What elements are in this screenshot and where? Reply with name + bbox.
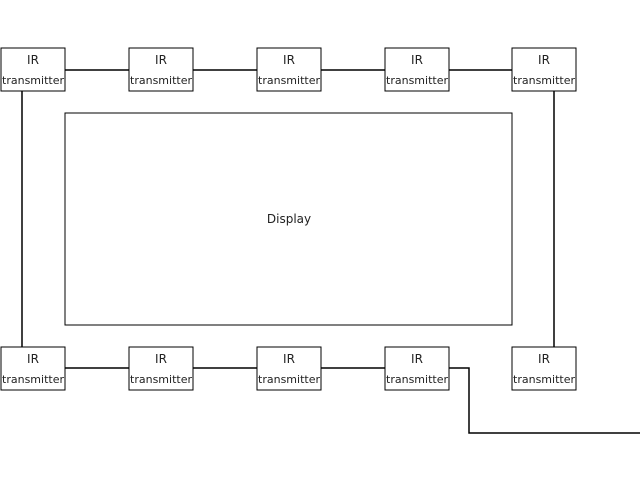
transmitter-bottom-2: IR transmitter xyxy=(128,346,194,391)
transmitter-top-2-label-type: transmitter xyxy=(130,74,192,87)
transmitter-bottom-1-label-type: transmitter xyxy=(2,373,64,386)
transmitter-top-1: IR transmitter xyxy=(0,47,66,92)
transmitter-bottom-1: IR transmitter xyxy=(0,346,66,391)
transmitter-top-4-label-type: transmitter xyxy=(386,74,448,87)
transmitter-top-1-label-ir: IR xyxy=(27,53,39,67)
transmitter-bottom-3: IR transmitter xyxy=(256,346,322,391)
transmitter-top-3-label-ir: IR xyxy=(283,53,295,67)
transmitter-bottom-5: IR transmitter xyxy=(511,346,577,391)
display-box: Display xyxy=(64,112,513,326)
transmitter-top-4-label-ir: IR xyxy=(411,53,423,67)
transmitter-top-5-label-type: transmitter xyxy=(513,74,575,87)
transmitter-bottom-1-label-ir: IR xyxy=(27,352,39,366)
transmitter-bottom-2-label-ir: IR xyxy=(155,352,167,366)
transmitter-bottom-3-label-ir: IR xyxy=(283,352,295,366)
transmitter-top-2-label-ir: IR xyxy=(155,53,167,67)
transmitter-bottom-2-label-type: transmitter xyxy=(130,373,192,386)
transmitter-bottom-5-label-ir: IR xyxy=(538,352,550,366)
transmitter-top-5-label-ir: IR xyxy=(538,53,550,67)
transmitter-top-4: IR transmitter xyxy=(384,47,450,92)
connector-output-line xyxy=(449,367,640,434)
transmitter-top-1-label-type: transmitter xyxy=(2,74,64,87)
transmitter-bottom-3-label-type: transmitter xyxy=(258,373,320,386)
transmitter-bottom-5-label-type: transmitter xyxy=(513,373,575,386)
transmitter-bottom-4-label-ir: IR xyxy=(411,352,423,366)
transmitter-top-2: IR transmitter xyxy=(128,47,194,92)
transmitter-bottom-4-label-type: transmitter xyxy=(386,373,448,386)
transmitter-top-3-label-type: transmitter xyxy=(258,74,320,87)
transmitter-top-5: IR transmitter xyxy=(511,47,577,92)
display-label: Display xyxy=(267,212,311,226)
transmitter-bottom-4: IR transmitter xyxy=(384,346,450,391)
connectors xyxy=(21,69,640,434)
transmitter-top-3: IR transmitter xyxy=(256,47,322,92)
